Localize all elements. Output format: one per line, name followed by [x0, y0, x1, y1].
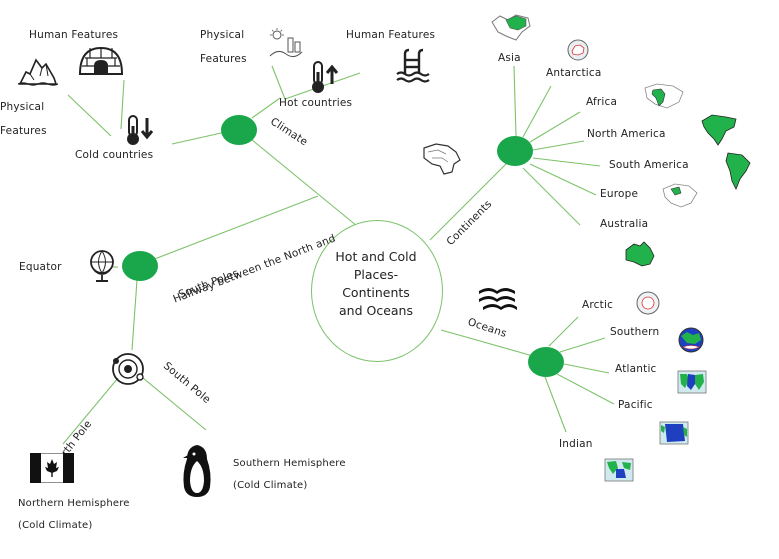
igloo-icon — [78, 46, 124, 75]
cold-human-label: Human Features — [29, 29, 119, 41]
thermometer-hot-icon — [312, 61, 339, 93]
desert-sun-icon — [269, 28, 303, 58]
africa-map-icon — [644, 83, 684, 109]
center-line-1: Hot and Cold — [335, 249, 417, 264]
africa-outline-icon — [423, 143, 461, 175]
climate-node — [221, 115, 257, 145]
penguin-icon — [183, 445, 211, 497]
ocean-arctic: Arctic — [582, 299, 614, 311]
continent-antarctica: Antarctica — [546, 67, 602, 79]
continent-europe: Europe — [600, 188, 639, 200]
hot-countries-label: Hot countries — [279, 97, 353, 109]
antarctica-globe-icon — [567, 39, 589, 61]
cold-physical-label-2: Features — [0, 125, 47, 137]
southern-hemisphere-label-1: Southern Hemisphere — [233, 458, 346, 469]
continents-node — [497, 136, 533, 166]
southern-globe-icon — [678, 327, 704, 353]
continent-south-america: South America — [609, 159, 689, 171]
ocean-pacific: Pacific — [618, 399, 653, 411]
atlantic-map-icon — [677, 370, 707, 394]
continent-north-america: North America — [587, 128, 666, 140]
northern-hemisphere-label-1: Northern Hemisphere — [18, 498, 130, 509]
europe-map-icon — [662, 183, 698, 208]
continent-australia: Australia — [600, 218, 649, 230]
ocean-indian: Indian — [559, 438, 593, 450]
indian-map-icon — [604, 458, 634, 482]
hot-human-label: Human Features — [346, 29, 436, 41]
thermometer-cold-icon — [127, 115, 154, 145]
swimming-pool-icon — [396, 48, 430, 83]
cold-physical-label-1: Physical — [0, 101, 45, 113]
oceans-node — [528, 347, 564, 377]
continent-africa: Africa — [586, 96, 618, 108]
center-node — [311, 220, 443, 362]
continent-asia: Asia — [498, 52, 521, 64]
northern-hemisphere-label-2: (Cold Climate) — [18, 520, 93, 531]
center-line-2: Places- — [353, 267, 399, 282]
south-america-map-icon — [725, 152, 751, 190]
globe-stand-icon — [90, 250, 114, 282]
canada-flag-icon — [30, 453, 74, 483]
north-america-map-icon — [701, 114, 737, 146]
hot-physical-label-2: Features — [200, 53, 247, 65]
ocean-atlantic: Atlantic — [615, 363, 657, 375]
center-line-4: and Oceans — [339, 303, 413, 318]
southern-hemisphere-label-2: (Cold Climate) — [233, 480, 308, 491]
iceberg-icon — [18, 58, 58, 86]
equator-label: Equator — [19, 261, 62, 273]
pacific-map-icon — [659, 421, 689, 445]
australia-map-icon — [625, 241, 655, 267]
center-title: Hot and Cold Places- Continents and Ocea… — [330, 248, 422, 320]
hot-physical-label-1: Physical — [200, 29, 245, 41]
earth-orbit-icon — [112, 353, 144, 385]
ocean-southern: Southern — [610, 326, 660, 338]
center-line-3: Continents — [342, 285, 410, 300]
asia-map-icon — [491, 14, 531, 41]
equator-node — [122, 251, 158, 281]
cold-countries-label: Cold countries — [75, 149, 154, 161]
waves-icon — [479, 288, 517, 310]
arctic-globe-icon — [636, 291, 660, 315]
